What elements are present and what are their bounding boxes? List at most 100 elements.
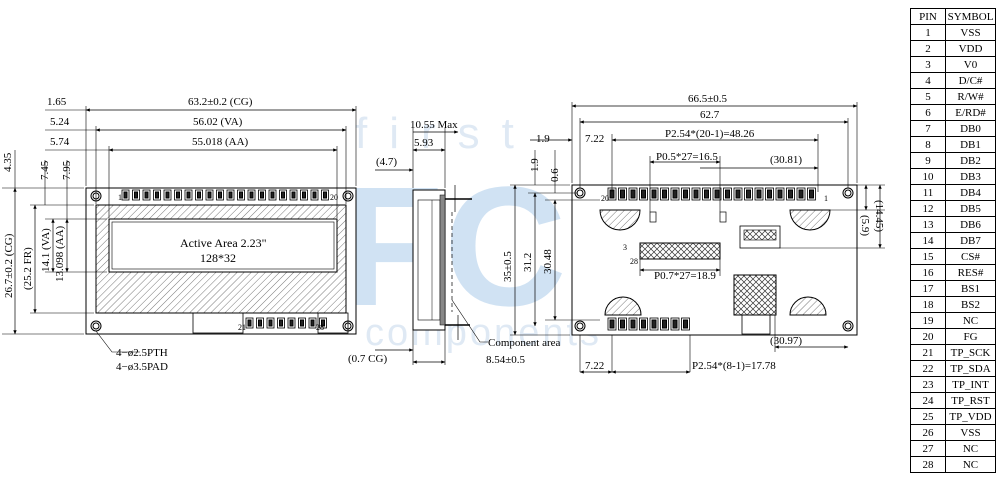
watermark-text-bottom: components bbox=[365, 312, 602, 354]
front-top-pin-core bbox=[155, 191, 159, 199]
front-top-pin-core bbox=[123, 191, 128, 199]
pin-number-cell: 14 bbox=[910, 232, 946, 249]
back-bottom-pin-core bbox=[630, 319, 636, 329]
front-top-pin-core bbox=[249, 191, 254, 199]
side-body bbox=[412, 189, 446, 331]
connector-chip bbox=[739, 225, 781, 249]
pad-semi-tr bbox=[789, 209, 831, 231]
pin-number-cell: 27 bbox=[910, 440, 946, 457]
pin-symbol-cell: DB5 bbox=[945, 200, 996, 217]
pin-symbol-cell: DB1 bbox=[945, 136, 996, 153]
pad-semi-br bbox=[789, 296, 827, 316]
dim-5-74: 5.74 bbox=[50, 136, 70, 148]
back-top-pin-core bbox=[620, 189, 625, 199]
back-top-pin-core bbox=[693, 189, 699, 199]
front-pin-1-label: 1 bbox=[118, 193, 122, 202]
dim-30-97: (30.97) bbox=[770, 335, 802, 347]
front-top-pin-core bbox=[186, 191, 191, 199]
dim-fpc-pitch: P0.7*27=18.9 bbox=[654, 270, 716, 282]
front-top-pin-core bbox=[144, 191, 149, 199]
component-area-label: Component area bbox=[488, 337, 561, 349]
front-top-pin-core bbox=[312, 191, 317, 199]
dim-pitch-0-5: P0.5*27=16.5 bbox=[656, 151, 718, 163]
dim-25-2-fr: (25.2 FR) bbox=[22, 247, 34, 290]
front-top-pin-core bbox=[291, 191, 296, 199]
pin-symbol-cell: NC bbox=[945, 440, 996, 457]
back-view-labels: 66.5±0.5 62.7 1.9 7.22 P2.54*(20-1)=48.2… bbox=[502, 93, 885, 372]
dim-7-22-bottom: 7.22 bbox=[585, 360, 604, 372]
front-view bbox=[2, 106, 357, 353]
pin-symbol-cell: VSS bbox=[945, 424, 996, 441]
front-pin-21-label: 21 bbox=[238, 323, 246, 332]
dim-14-45: (14.45) bbox=[873, 200, 885, 232]
back-bottom-pin-core bbox=[609, 319, 615, 329]
back-bottom-pin-core bbox=[620, 319, 625, 329]
pin-symbol-cell: D/C# bbox=[945, 72, 996, 89]
back-bottom-pin-core bbox=[683, 319, 688, 329]
front-top-pins bbox=[121, 189, 329, 201]
back-bottom-pin-core bbox=[651, 319, 657, 329]
dim-1-9-top: 1.9 bbox=[536, 133, 550, 145]
pin-number-cell: 12 bbox=[910, 200, 946, 217]
dim-0-7-cg: (0.7 CG) bbox=[348, 353, 387, 365]
front-bottom-pin-core bbox=[247, 319, 252, 327]
front-bottom-tab-left bbox=[192, 312, 244, 334]
front-top-pin-core bbox=[239, 191, 243, 199]
pin-number-cell: 22 bbox=[910, 360, 946, 377]
pin-symbol-cell: TP_INT bbox=[945, 376, 996, 393]
pin-symbol-cell: NC bbox=[945, 456, 996, 473]
pin-symbol-cell: TP_SDA bbox=[945, 360, 996, 377]
back-bottom-pin-core bbox=[641, 319, 646, 329]
pin-number-cell: 2 bbox=[910, 40, 946, 57]
dim-pitch-20: P2.54*(20-1)=48.26 bbox=[665, 128, 755, 140]
pin-symbol-cell: TP_VDD bbox=[945, 408, 996, 425]
pin-number-cell: 4 bbox=[910, 72, 946, 89]
dim-8-54: 8.54±0.5 bbox=[486, 354, 526, 366]
fpc-label-3: 3 bbox=[623, 243, 627, 252]
pin-number-cell: 11 bbox=[910, 184, 946, 201]
back-top-pin-core bbox=[746, 189, 751, 199]
pin-number-cell: 20 bbox=[910, 328, 946, 345]
dim-1-65: 1.65 bbox=[47, 96, 67, 108]
dim-63-2-cg: 63.2±0.2 (CG) bbox=[188, 96, 253, 108]
dim-14-1-va: 14.1 (VA) bbox=[40, 228, 52, 272]
pin-number-cell: 18 bbox=[910, 296, 946, 313]
dim-7-22-top: 7.22 bbox=[585, 133, 604, 145]
mount-hole-tr bbox=[342, 190, 354, 202]
dim-35: 35±0.5 bbox=[502, 251, 514, 282]
pin-symbol-cell: TP_SCK bbox=[945, 344, 996, 361]
pin-number-cell: 9 bbox=[910, 152, 946, 169]
back-top-pin-core bbox=[756, 189, 762, 199]
back-top-pin-core bbox=[630, 189, 636, 199]
back-top-pin-core bbox=[641, 189, 646, 199]
pad-semi-bl bbox=[604, 296, 642, 316]
back-bottom-pin-core bbox=[662, 319, 667, 329]
back-view bbox=[510, 102, 885, 374]
pin-number-cell: 17 bbox=[910, 280, 946, 297]
side-view bbox=[375, 128, 488, 365]
pin-number-cell: 26 bbox=[910, 424, 946, 441]
back-top-pin-core bbox=[672, 189, 678, 199]
pin-number-cell: 3 bbox=[910, 56, 946, 73]
pin-symbol-cell: R/W# bbox=[945, 88, 996, 105]
pin-symbol-cell: TP_RST bbox=[945, 392, 996, 409]
watermark-logo: FC bbox=[340, 152, 567, 342]
